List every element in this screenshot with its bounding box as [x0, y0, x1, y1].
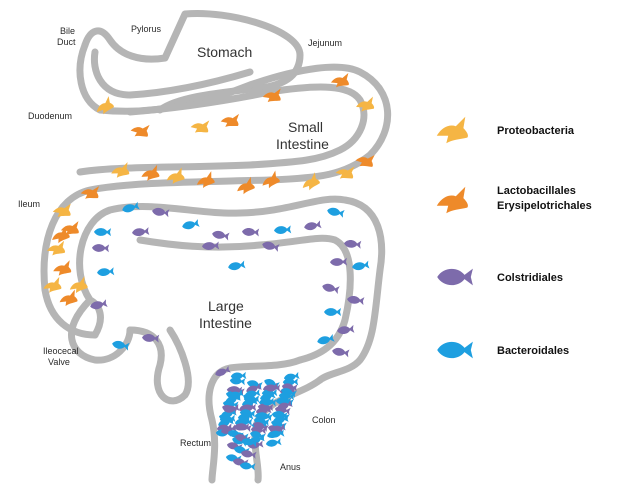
fish-icon	[229, 376, 246, 386]
large-intestine-label: Large	[208, 298, 244, 314]
small-intestine-label-line2: Intestine	[276, 136, 329, 152]
fish-icon	[241, 227, 260, 237]
duodenum-label: Duodenum	[28, 111, 72, 121]
legend: Proteobacteria Lactobacillales Erysipelo…	[436, 116, 592, 359]
bile-duct-label: Bile	[60, 26, 75, 36]
ileum-label: Ileum	[18, 199, 40, 209]
bird-icon	[58, 289, 78, 307]
legend-label-erysipelotrichales: Erysipelotrichales	[497, 200, 592, 212]
legend-item-clostridiales: Colstridiales	[437, 268, 563, 286]
fish-icon	[211, 229, 230, 241]
legend-label-clostridiales: Colstridiales	[497, 272, 563, 284]
fish-icon	[96, 267, 115, 277]
fish-icon	[265, 438, 282, 448]
legend-item-lactobacillales: Lactobacillales Erysipelotrichales	[436, 185, 592, 214]
small-intestine-label: Small	[288, 119, 323, 135]
fish-icon	[331, 346, 350, 358]
fish-icon	[329, 257, 348, 267]
stomach-label: Stomach	[197, 44, 252, 60]
bird-icon	[189, 116, 211, 136]
fish-icon	[227, 260, 246, 272]
fish-icon	[326, 206, 345, 218]
fish-icon	[437, 341, 473, 359]
bird-icon	[129, 120, 152, 141]
ileocecal-valve-label-line2: Valve	[48, 357, 70, 367]
legend-item-bacteroidales: Bacteroidales	[437, 341, 569, 359]
fish-icon	[273, 225, 292, 235]
fish-icon	[93, 227, 112, 237]
bird-icon	[219, 110, 241, 130]
legend-item-proteobacteria: Proteobacteria	[436, 116, 575, 144]
large-intestine-label-line2: Intestine	[199, 315, 252, 331]
legend-label-bacteroidales: Bacteroidales	[497, 345, 569, 357]
fish-icon	[437, 268, 473, 286]
bird-icon	[436, 186, 468, 214]
fish-icon	[303, 220, 322, 232]
fish-icon	[321, 282, 340, 295]
legend-label-proteobacteria: Proteobacteria	[497, 125, 575, 137]
bird-icon	[436, 116, 468, 144]
fish-icon	[324, 308, 341, 316]
jejunum-label: Jejunum	[308, 38, 342, 48]
anus-label: Anus	[280, 462, 301, 472]
bird-icon	[53, 260, 72, 276]
rectum-label: Rectum	[180, 438, 211, 448]
fish-icon	[131, 227, 150, 237]
fish-icon	[351, 260, 370, 272]
bile-duct-label-line2: Duct	[57, 37, 76, 47]
anatomy-labels: Bile Duct Pylorus Stomach Jejunum Duoden…	[18, 24, 342, 472]
colon-label: Colon	[312, 415, 336, 425]
ileocecal-valve-label: Ileocecal	[43, 346, 79, 356]
legend-label-lactobacillales: Lactobacillales	[497, 185, 576, 197]
fish-icon	[91, 243, 110, 253]
fish-icon	[181, 219, 200, 231]
pylorus-label: Pylorus	[131, 24, 162, 34]
